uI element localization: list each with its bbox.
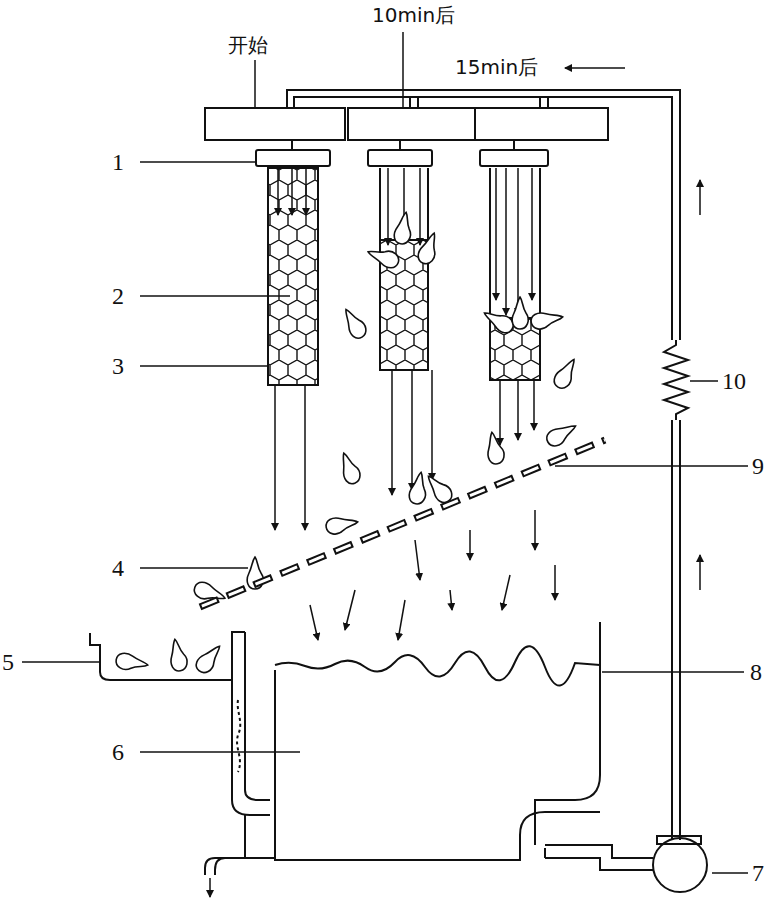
callout-number: 1 [112,149,124,175]
callout-number: 5 [2,649,14,675]
callout-number: 6 [112,739,124,765]
callout-number: 3 [112,353,124,379]
time-label: 15min后 [455,56,538,78]
callout-number: 7 [752,860,764,886]
time-label: 开始 [228,34,268,56]
time-label: 10min后 [372,4,455,26]
callout-number: 2 [112,283,124,309]
callout-number: 10 [722,368,746,394]
callout-number: 8 [750,659,762,685]
callout-number: 9 [752,453,764,479]
callout-number: 4 [112,555,124,581]
